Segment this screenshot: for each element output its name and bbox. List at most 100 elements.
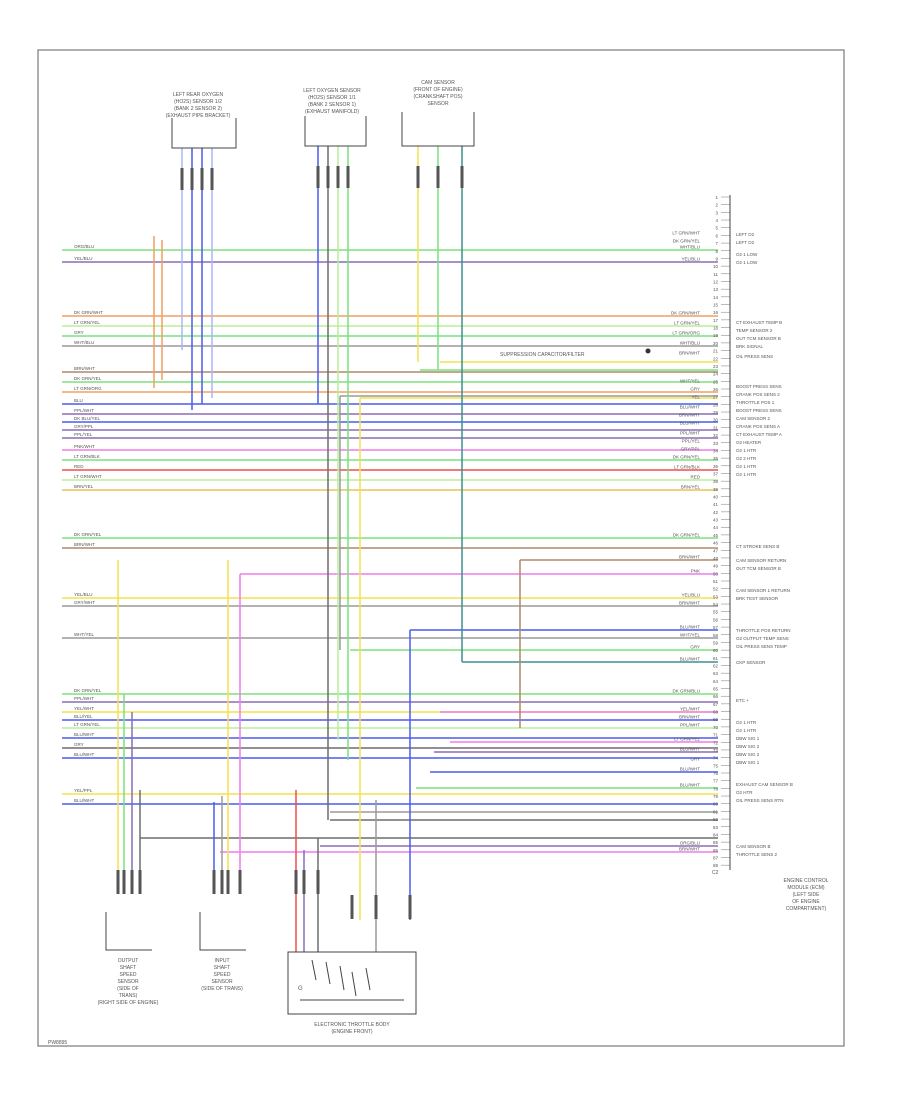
comp-label: (BANK 2 SENSOR 1) [308,102,356,108]
pin-mark [350,895,354,919]
ecm-pin-number: 46 [713,541,719,546]
comp-label: SENSOR [427,101,449,107]
comp-label: (CRANKSHAFT POS) [413,94,462,100]
comp-label: COMPARTMENT) [786,906,827,912]
wire-label: BLU [74,398,83,403]
ecm-pin-number: 12 [713,279,719,284]
ecm-pin-column: 1234567891011121314151617181920212223242… [713,195,730,868]
ecm-pin-number: 23 [713,364,719,369]
ecm-pin-function: O2 1 LOW [736,260,758,265]
wire-label: YEL/BLU [681,257,700,262]
ecm-pin-function: O2 HTR [736,790,753,795]
ecm-pin-number: 25 [713,379,719,384]
pin-mark [294,870,298,894]
pin-mark [122,870,126,894]
pin-mark [220,870,224,894]
comp-label: SHAFT [120,965,136,971]
output-shaft-speed-sensor: OUTPUT SHAFT SPEED SENSOR (SIDE OF TRANS… [98,912,159,1006]
wire-label: PNK [691,569,700,574]
wire-label: PPL/WHT [74,696,94,701]
capacitor-note: SUPPRESSION CAPACITOR/FILTER [500,352,585,358]
wire-label: YEL [691,395,700,400]
ecm-pin-number: 37 [713,471,719,476]
ecm-pin-number: 44 [713,525,719,530]
pin-mark [116,870,120,894]
comp-label: (FRONT OF ENGINE) [413,87,463,93]
comp-label: (ENGINE FRONT) [331,1029,372,1035]
ecm-pin-number: 11 [713,272,718,277]
ecm-pin-function: THROTTLE POS RETURN [736,628,791,633]
wire-label: BLU/WHT [74,732,95,737]
wire-label: DK GRN/YEL [74,688,102,693]
wire-label: BRN/WHT [679,555,700,560]
ecm-pin-function: CAM SENSOR 2 [736,416,771,421]
ecm-pin-number: 72 [713,740,719,745]
ecm-pin-number: 16 [713,310,719,315]
comp-label: ENGINE CONTROL [783,878,828,884]
ecm-pin-number: 62 [713,663,719,668]
wire-label: YEL/BLU [74,592,93,597]
ecm-pin-number: 70 [713,725,719,730]
ecm-pin-number: 76 [713,771,719,776]
pin-mark [138,870,142,894]
ecm-pin-function: CRANK POS SENS 2 [736,392,780,397]
wire-layer [62,146,718,952]
wire-label: LT GRN/YEL [674,737,700,742]
ecm-pin-number: 87 [713,855,719,860]
comp-label: (LEFT SIDE [793,892,821,898]
ecm-pin-number: 81 [713,809,719,814]
ecm-pin-number: 74 [713,756,719,761]
ecm-pin-function: TEMP SENSOR 2 [736,328,773,333]
pin-mark [316,870,320,894]
ecm-pin-function: O2 1 HTR [736,472,757,477]
ecm-pin-number: 82 [713,817,719,822]
wire-label: GRY [690,757,700,762]
ecm-pin-function: DBW SIG 2 [736,744,760,749]
ecm-pin-number: 9 [715,256,718,261]
ecm-pin-number: 18 [713,326,719,331]
ecm-pin-function: CAM SENSOR 1 RETURN [736,588,790,593]
electronic-throttle-body: G ELECTRONIC THROTTLE BODY (ENGINE FRONT… [287,951,417,1035]
ecm-pin-number: 56 [713,617,719,622]
wire-label: WHT/BLU [680,245,700,250]
wire-label: GRY/PPL [74,424,94,429]
engine-control-module: C2 ENGINE CONTROL MODULE (ECM) (LEFT SID… [712,195,829,912]
comp-label: (HO2S) SENSOR 1/2 [174,99,222,105]
ecm-pin-function: CT STROKE SENS B [736,544,779,549]
wire-label: DK GRN/WHT [671,311,700,316]
ecm-pin-number: 85 [713,840,719,845]
wire-label: WHT/BLU [74,340,94,345]
ecm-pin-number: 6 [715,233,718,238]
comp-label: LEFT OXYGEN SENSOR [303,88,361,94]
pin-mark [302,870,306,894]
wire-label: LT GRN/BLK [74,454,100,459]
wire-label: LT GRN/YEL [674,321,700,326]
wire-label: YEL/PPL [74,788,93,793]
wire-label: PPL/YEL [682,439,701,444]
wire-label: LT GRN/WHT [672,231,700,236]
ecm-pin-number: 13 [713,287,719,292]
wire-label: BLU/WHT [680,767,701,772]
left-oxygen-sensor: LEFT OXYGEN SENSOR (HO2S) SENSOR 1/1 (BA… [303,88,367,147]
ecm-pin-function: CT EXHAUST TEMP B [736,320,782,325]
wire-label: DK GRN/BLU [672,689,700,694]
ecm-pin-number: 58 [713,633,719,638]
ecm-pin-number: 73 [713,748,719,753]
wire-label: ORG/BLU [74,244,94,249]
ecm-pin-function: O2 1 HTR [736,448,757,453]
ecm-pin-function: DBW SIG 2 [736,752,760,757]
ecm-pin-number: 80 [713,802,719,807]
ecm-pin-number: 79 [713,794,719,799]
input-shaft-speed-sensor: INPUT SHAFT SPEED SENSOR (SIDE OF TRANS) [199,912,246,992]
wire-label: LT GRN/YEL [74,722,100,727]
wire-label: DK GRN/YEL [74,376,102,381]
ecm-pin-function: O2 HEATER [736,440,762,445]
ecm-pin-function: DBW SIG 1 [736,736,760,741]
wire-label: GRY [74,330,84,335]
ecm-pin-number: 24 [713,372,719,377]
ecm-pin-number: 45 [713,533,719,538]
ecm-pin-number: 86 [713,848,719,853]
wire-label: BRN/WHT [679,413,700,418]
pin-mark [408,895,412,919]
